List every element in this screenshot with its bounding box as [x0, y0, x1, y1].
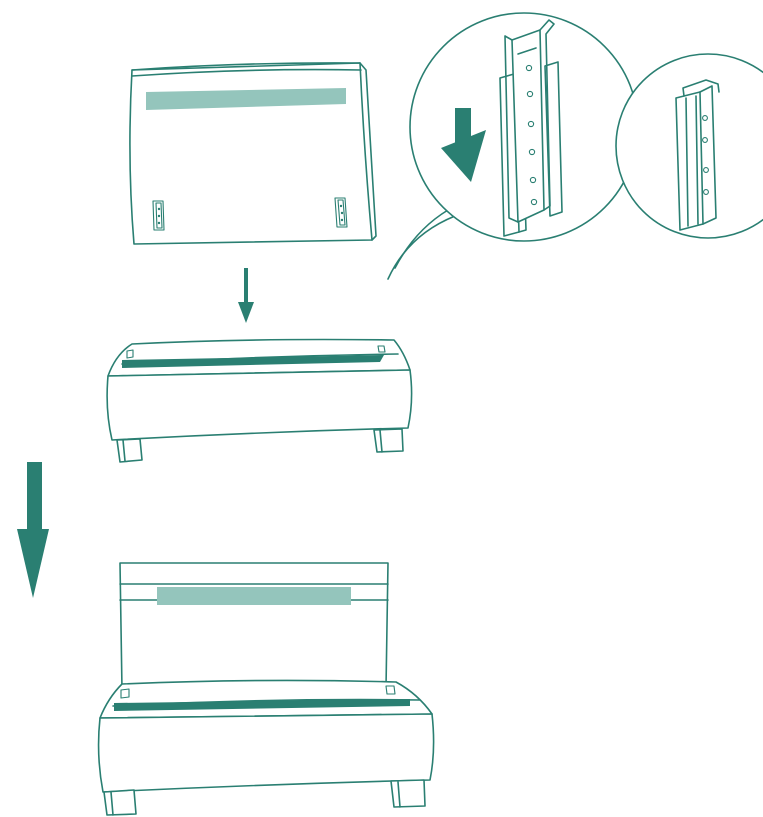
bench-leg-right: [390, 779, 426, 808]
arrow-down-large-icon: [17, 462, 49, 598]
arrow-down-icon: [238, 268, 254, 323]
backrest-bracket-right: [334, 197, 348, 228]
arrow-down-detail-icon: [441, 108, 486, 182]
backrest-strip: [146, 88, 346, 110]
assembled-bench: [97, 562, 435, 816]
seat-leg-left: [116, 438, 143, 463]
backrest-bracket-left: [152, 200, 165, 231]
bench-leg-left: [103, 789, 137, 816]
seat-base: [106, 338, 413, 463]
seat-leg-right: [373, 428, 404, 453]
bracket-detail-assembled: [615, 53, 763, 239]
bench-back-strip: [157, 587, 351, 605]
bench-seat-strip: [114, 699, 410, 711]
backrest-panel: [129, 62, 377, 245]
bracket-detail-insertion: [387, 12, 639, 280]
seat-strip: [122, 355, 384, 368]
